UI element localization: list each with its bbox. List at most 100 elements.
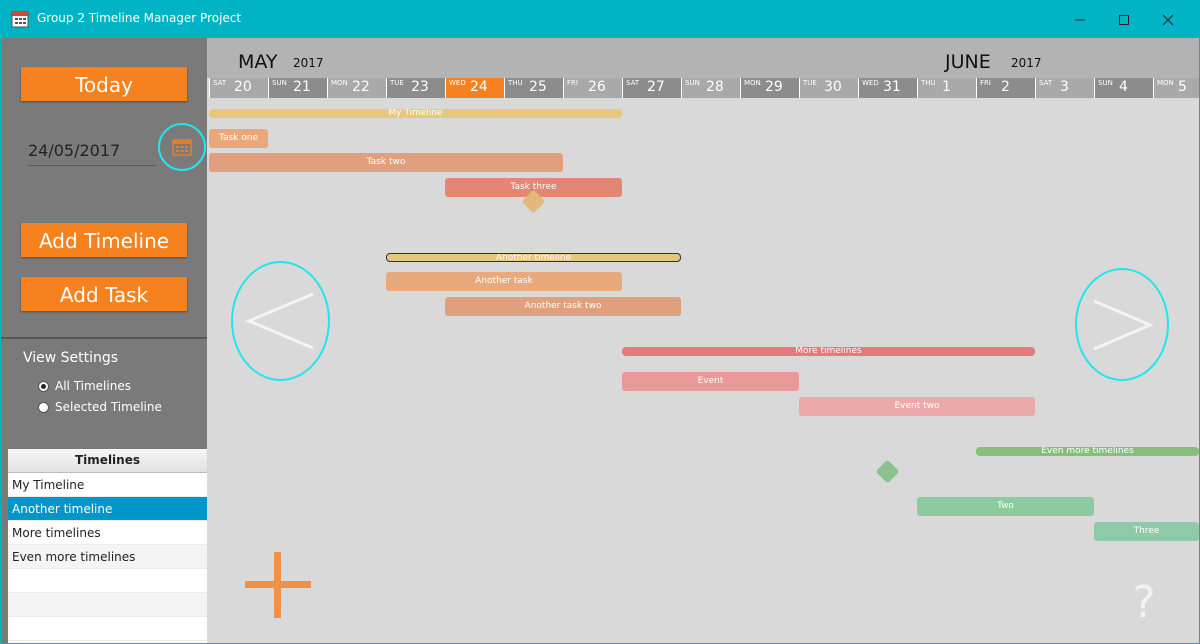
bar-label: Event two (894, 401, 940, 411)
task-bar[interactable]: Task two (209, 153, 563, 172)
day-abbr: SUN (685, 79, 700, 87)
today-button[interactable]: Today (21, 67, 187, 101)
calendar-app-icon (11, 11, 29, 28)
bar-label: Another task two (524, 301, 602, 311)
date-input[interactable] (28, 135, 156, 166)
bar-label: Even more timelines (1041, 447, 1134, 456)
day-cell[interactable]: SUN 21 (268, 78, 327, 98)
close-button[interactable] (1145, 1, 1191, 38)
day-number: 4 (1119, 79, 1128, 95)
minimize-button[interactable] (1057, 1, 1103, 38)
task-bar[interactable]: Three (1094, 522, 1199, 541)
window-title: Group 2 Timeline Manager Project (37, 11, 242, 25)
help-button[interactable]: ? (1132, 577, 1156, 628)
radio-button[interactable] (38, 401, 49, 413)
event-milestone[interactable] (875, 458, 900, 484)
day-abbr: MON (744, 79, 761, 87)
day-abbr: SAT (213, 79, 227, 87)
timeline-bar[interactable]: Another timeline (386, 253, 681, 262)
add-timeline-button[interactable]: Add Timeline (21, 223, 187, 257)
task-bar[interactable]: Another task (386, 272, 622, 291)
list-item[interactable]: Even more timelines (8, 545, 207, 569)
timeline-bar[interactable]: Even more timelines (976, 447, 1199, 456)
list-item[interactable]: Another timeline (8, 497, 207, 521)
day-abbr: TUE (390, 79, 404, 87)
add-task-button[interactable]: Add Task (21, 277, 187, 311)
previous-button[interactable] (231, 261, 330, 381)
day-cell[interactable]: SAT 20 (209, 78, 268, 98)
day-cell[interactable]: SUN 4 (1094, 78, 1153, 98)
radio-all-timelines[interactable]: All Timelines (38, 379, 131, 393)
day-number: 27 (647, 79, 665, 95)
maximize-button[interactable] (1101, 1, 1147, 38)
list-header: Timelines (8, 449, 207, 473)
day-number: 23 (411, 79, 429, 95)
chevron-left-icon (244, 292, 314, 350)
task-bar[interactable]: Task three (445, 178, 622, 197)
chevron-right-icon (1093, 299, 1154, 350)
calendar-picker-button[interactable] (158, 123, 206, 171)
bar-label: Two (997, 501, 1014, 511)
day-number: 20 (234, 79, 252, 95)
day-cell[interactable]: THU 1 (917, 78, 976, 98)
task-bar[interactable]: Task one (209, 129, 268, 148)
day-abbr: THU (921, 79, 936, 87)
bar-label: Task three (510, 182, 557, 192)
timeline-bar[interactable]: My Timeline (209, 109, 622, 118)
bar-label: Task one (218, 133, 259, 143)
day-cell[interactable]: WED 31 (858, 78, 917, 98)
task-bar[interactable]: Event two (799, 397, 1035, 416)
timeline-bar[interactable]: More timelines (622, 347, 1035, 356)
list-item[interactable]: More timelines (8, 521, 207, 545)
day-number: 1 (942, 79, 951, 95)
view-settings-label: View Settings (23, 350, 119, 366)
month-name: JUNE (945, 51, 991, 73)
task-bar[interactable]: Two (917, 497, 1094, 516)
task-bar[interactable]: Event (622, 372, 799, 391)
day-abbr: SUN (1098, 79, 1113, 87)
day-abbr: TUE (803, 79, 817, 87)
day-number: 28 (706, 79, 724, 95)
day-number: 31 (883, 79, 901, 95)
day-cell[interactable]: SUN 28 (681, 78, 740, 98)
day-abbr: MON (331, 79, 348, 87)
bar-label: Three (1133, 526, 1160, 536)
next-button[interactable] (1075, 268, 1169, 381)
day-abbr: MON (1157, 79, 1174, 87)
day-cell[interactable]: TUE 23 (386, 78, 445, 98)
calendar-icon (172, 139, 192, 156)
day-abbr: FRI (980, 79, 991, 87)
list-item-empty (8, 617, 207, 641)
bar-label: Event (697, 376, 724, 386)
day-abbr: SAT (1039, 79, 1053, 87)
list-item-empty (8, 569, 207, 593)
sidebar: Today Add Timeline Add Task View Setting… (1, 38, 207, 643)
day-abbr: WED (862, 79, 879, 87)
plus-icon[interactable] (245, 552, 311, 618)
radio-button[interactable] (38, 380, 49, 392)
list-item[interactable]: My Timeline (8, 473, 207, 497)
day-abbr: SUN (272, 79, 287, 87)
task-bar[interactable]: Another task two (445, 297, 681, 316)
maximize-icon (1119, 14, 1129, 25)
month-name: MAY (238, 51, 278, 73)
list-item-empty (8, 593, 207, 617)
radio-selected-timeline[interactable]: Selected Timeline (38, 400, 162, 414)
timelines-list: Timelines My Timeline Another timeline M… (8, 449, 207, 643)
month-bar: MAY 2017 JUNE 2017 (207, 38, 1199, 78)
day-number: 26 (588, 79, 606, 95)
day-number: 21 (293, 79, 311, 95)
